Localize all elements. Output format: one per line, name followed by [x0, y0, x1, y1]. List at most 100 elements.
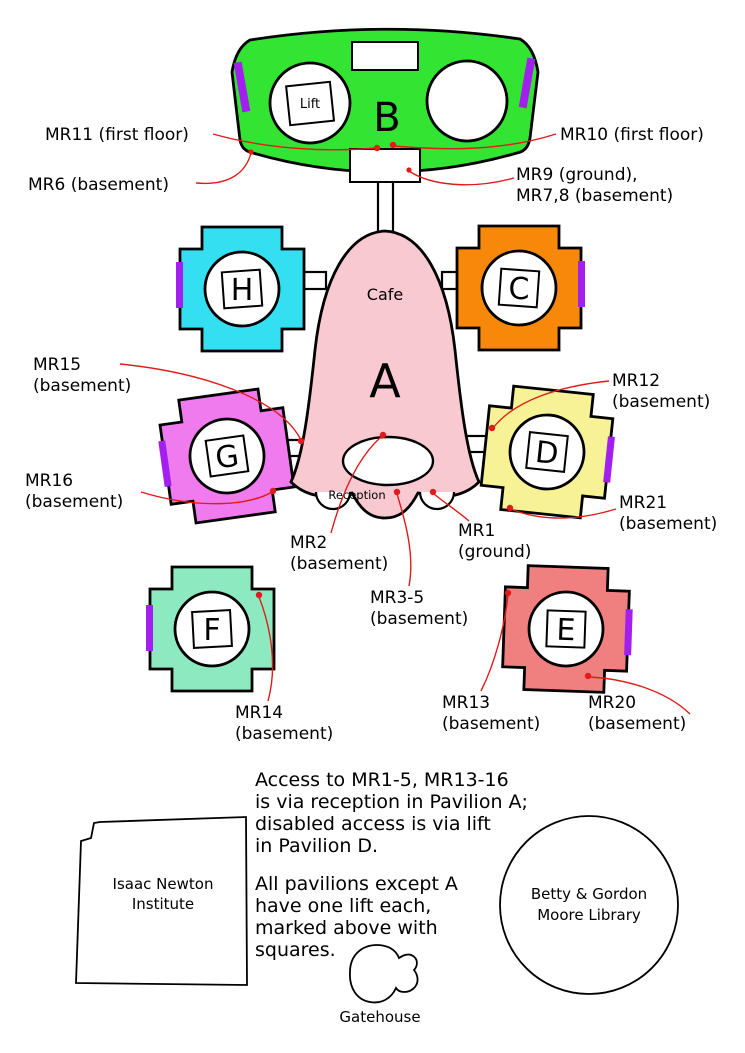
reception-label: Reception [328, 488, 385, 502]
label-mr9-line2: MR7,8 (basement) [516, 186, 673, 206]
pavilion-f-lift-marker [146, 605, 153, 651]
dot-mr2 [379, 431, 387, 439]
pavilion-c-lift-marker [578, 261, 585, 307]
pavilion-h-letter: H [231, 273, 254, 308]
pavilion-b-lift-marker-right [518, 57, 536, 109]
label-mr10: MR10 (first floor) [560, 125, 704, 145]
pavilion-b-lift-marker-left [233, 61, 251, 113]
label-mr15-line2: (basement) [33, 376, 131, 396]
pavilion-a-left-porch [314, 491, 352, 511]
pavilion-f-lift-square [191, 608, 233, 650]
pavilion-f-letter: F [203, 613, 220, 648]
surrounding-buildings: Isaac Newton Institute Gatehouse Betty &… [75, 815, 679, 1026]
cafe-label: Cafe [367, 285, 403, 304]
label-mr11: MR11 (first floor) [45, 125, 189, 145]
label-mr13-line1: MR13 [442, 693, 490, 713]
label-mr16-line2: (basement) [25, 492, 123, 512]
label-mr21-line2: (basement) [619, 514, 717, 534]
leader-mr10 [393, 133, 557, 150]
dot-mr6 [248, 149, 254, 155]
dot-mr10 [389, 141, 397, 149]
leader-mr16 [140, 491, 273, 505]
library-label-line2: Moore Library [537, 906, 641, 924]
dot-mr14 [255, 591, 263, 599]
pavilion-g-lift-marker [158, 440, 172, 487]
mr9-room-segment [349, 148, 421, 183]
pavilion-c: C [455, 224, 585, 352]
access-note-line1: Access to MR1-5, MR13-16 [255, 769, 509, 791]
label-mr1-line1: MR1 [458, 521, 495, 541]
pavilion-a-building [289, 229, 481, 520]
pavilion-e-letter: E [556, 613, 576, 649]
label-mr12-line2: (basement) [612, 392, 710, 412]
leader-mr6 [195, 152, 252, 185]
label-mr2-line2: (basement) [290, 554, 388, 574]
pavilion-h-lift-square [220, 268, 264, 310]
label-mr16-line1: MR16 [25, 471, 73, 491]
label-mr12-line1: MR12 [612, 371, 660, 391]
institute-label-line2: Institute [132, 895, 194, 913]
pavilion-e: E [500, 563, 633, 695]
label-mr20-line2: (basement) [588, 714, 686, 734]
dot-mr21 [506, 504, 514, 512]
pavilion-c-lift-square [497, 267, 541, 309]
gatehouse-label: Gatehouse [339, 1008, 420, 1026]
reception-desk [341, 435, 435, 487]
pavilion-b-letter: B [373, 95, 400, 141]
pavilion-d-lift-square [525, 431, 569, 473]
leader-mr21 [510, 508, 617, 519]
dot-mr12 [488, 424, 496, 432]
pavilion-f: F [146, 565, 276, 693]
dot-mr35 [393, 488, 401, 496]
isaac-newton-institute-outline [75, 816, 248, 986]
pavilion-a-right-porch [418, 491, 456, 511]
pavilion-b-lift-label: Lift [300, 97, 320, 112]
pavilion-g-letter: G [213, 439, 241, 477]
pavilion-b: Lift B [230, 27, 540, 183]
label-mr9-line1: MR9 (ground), [516, 165, 638, 185]
pavilion-b-lift-square [285, 80, 336, 127]
lifts-note-line3: marked above with [255, 917, 438, 939]
pavilion-h: H [176, 225, 306, 353]
dot-mr13 [504, 589, 512, 597]
label-mr35-line2: (basement) [370, 609, 468, 629]
leader-mr20 [589, 676, 691, 715]
label-mr15-line1: MR15 [33, 355, 81, 375]
footer-notes: Access to MR1-5, MR13-16 is via receptio… [255, 769, 528, 961]
leader-mr13 [480, 594, 509, 692]
dot-mr15 [297, 437, 305, 445]
pavilion-e-lift-marker [624, 609, 633, 656]
pavilion-e-lift-square [545, 609, 587, 649]
pavilion-d: D [477, 382, 617, 522]
mr10-room-segment [351, 41, 419, 71]
lifts-note-line4: squares. [255, 939, 336, 961]
pavilion-b-right-circle [425, 59, 509, 143]
pavilion-c-letter: C [509, 272, 530, 307]
leader-mr1 [433, 493, 470, 522]
library-label-line1: Betty & Gordon [531, 885, 647, 903]
gatehouse-outline [349, 944, 419, 1004]
leader-mr15 [119, 363, 302, 441]
label-mr6: MR6 (basement) [28, 175, 169, 195]
dot-mr20 [584, 672, 592, 680]
leader-mr2 [330, 436, 382, 534]
label-mr20-line1: MR20 [588, 693, 636, 713]
leader-lines [119, 133, 691, 715]
leader-mr35 [396, 493, 412, 587]
pavilion-g: G [155, 384, 299, 528]
pavilion-h-lift-marker [176, 262, 183, 308]
label-mr2-line1: MR2 [290, 533, 327, 553]
institute-label-line1: Isaac Newton [113, 875, 214, 893]
pavilion-d-letter: D [534, 435, 561, 472]
pavilion-a: Cafe A Reception [289, 229, 481, 520]
dot-mr16 [269, 487, 277, 495]
dot-mr1 [429, 488, 437, 496]
corridor-b-a [376, 178, 395, 240]
lifts-note-line1: All pavilions except A [255, 873, 458, 895]
access-note-line4: in Pavilion D. [255, 835, 378, 857]
dot-mr11 [373, 144, 381, 152]
moore-library-outline [499, 815, 679, 995]
leader-mr12 [492, 380, 610, 429]
